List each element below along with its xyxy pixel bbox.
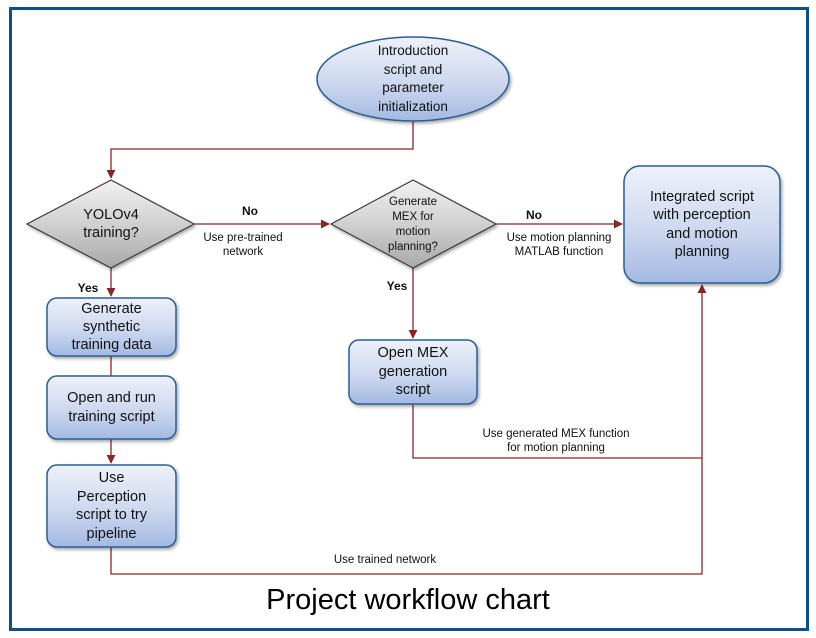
decision-yolo: YOLOv4 training?: [60, 200, 162, 248]
decision-mex-shape: [329, 179, 498, 269]
generated-mex-label: Use generated MEX function for motion pl…: [482, 428, 630, 454]
decision-yolo-shape: [25, 179, 196, 269]
train-node-label: Open and run training script: [67, 390, 156, 425]
yolo-no-label: No: [242, 204, 258, 218]
integrated-node-box: [623, 165, 781, 284]
chart-caption: Project workflow chart: [266, 584, 550, 616]
perception-node: Use Perception script to try pipeline: [47, 465, 176, 547]
yolo-yes-label: Yes: [77, 281, 99, 295]
mex-yes-label: Yes: [386, 279, 408, 293]
trained-network-label: Use trained network: [333, 554, 437, 566]
edge-mexgen-to-integrated: [412, 404, 702, 459]
mex-gen-node-box: [348, 339, 478, 405]
start-node-label: Introduction script and parameter initia…: [377, 43, 449, 114]
decision-mex: Generate MEX for motion planning?: [363, 190, 463, 260]
perception-node-box: [46, 464, 177, 548]
gen-data-node: Generate synthetic training data: [47, 298, 176, 356]
mex-no-label: No: [526, 208, 542, 222]
decision-mex-label: Generate MEX for motion planning?: [388, 196, 438, 253]
mex-gen-node: Open MEX generation script: [349, 340, 477, 404]
edge-perception-to-integrated: [110, 284, 707, 575]
decision-yolo-label: YOLOv4 training?: [83, 207, 139, 241]
diagram-frame: [9, 7, 809, 631]
integrated-node-label: Integrated script with perception and mo…: [650, 188, 754, 261]
gen-data-node-box: [46, 297, 177, 357]
gen-data-node-label: Generate synthetic training data: [71, 301, 152, 353]
start-node-ellipse: [316, 36, 510, 122]
mex-gen-node-label: Open MEX generation script: [377, 345, 449, 399]
matlab-fn-label: Use motion planning MATLAB function: [506, 232, 612, 258]
integrated-node: Integrated script with perception and mo…: [624, 166, 780, 283]
train-node: Open and run training script: [47, 376, 176, 439]
train-node-box: [46, 375, 177, 440]
perception-node-label: Use Perception script to try pipeline: [76, 470, 147, 542]
edge-start-to-yolo: [106, 121, 414, 179]
start-node: Introduction script and parameter initia…: [317, 40, 509, 118]
pretrained-label: Use pre-trained network: [203, 232, 283, 258]
